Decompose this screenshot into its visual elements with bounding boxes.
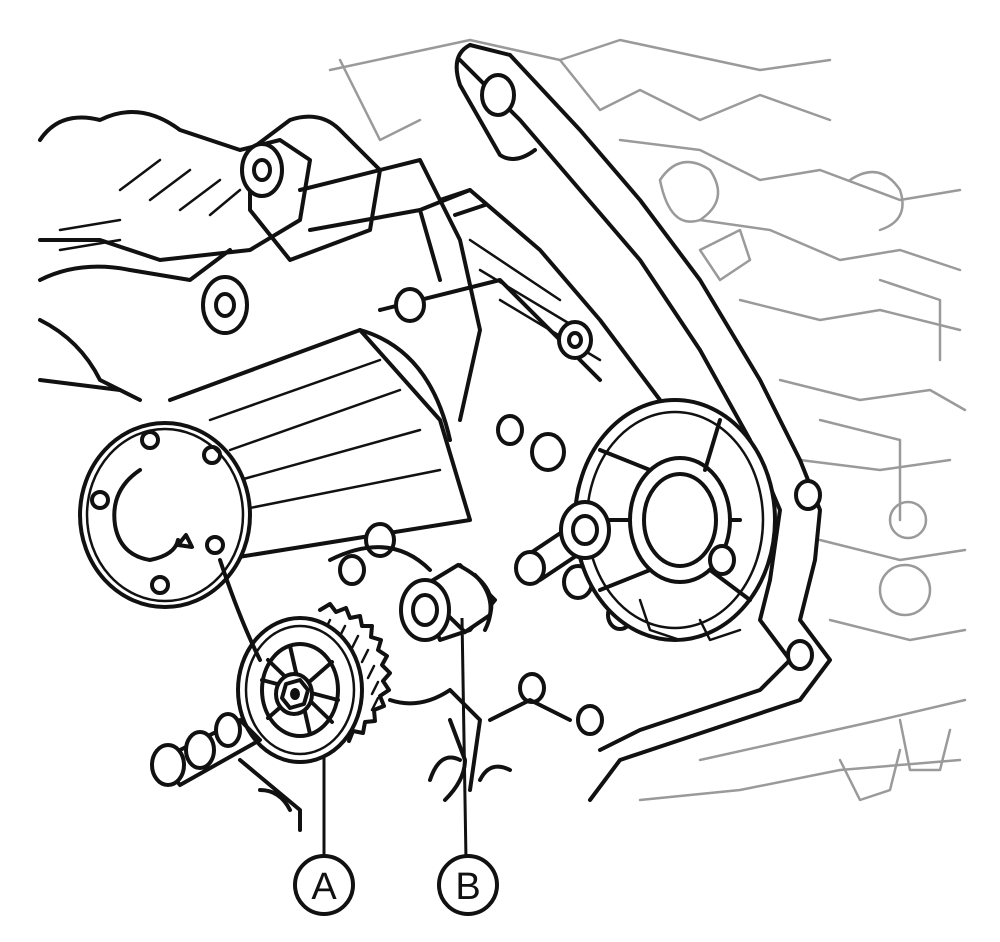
callout-leaders <box>322 617 468 861</box>
water-pump-housing <box>38 110 382 402</box>
crankshaft-snout <box>514 500 611 586</box>
callout-a: A <box>293 854 355 916</box>
tensioner-pulley-gear <box>236 602 392 764</box>
idler-spacer <box>399 562 497 642</box>
pulley-hub-flange <box>78 421 252 609</box>
engine-block-background <box>328 38 967 802</box>
front-seal-housing <box>573 398 777 642</box>
callout-b: B <box>437 854 499 916</box>
callout-a-label: A <box>311 866 337 908</box>
timing-cover <box>298 43 832 802</box>
callout-b-label: B <box>455 866 480 908</box>
callout-b-leader <box>460 617 468 861</box>
lower-bracket <box>150 545 572 832</box>
